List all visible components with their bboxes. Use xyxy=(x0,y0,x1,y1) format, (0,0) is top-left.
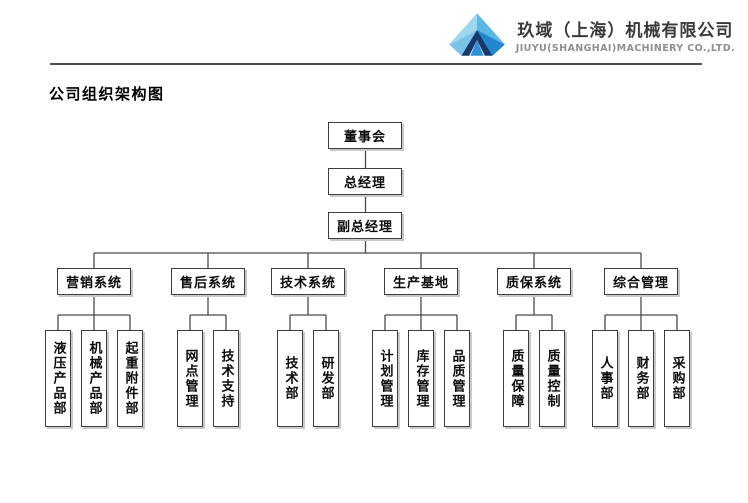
box-planning-management: 计划管理 xyxy=(372,330,398,427)
box-hydraulic-products-dept: 液压产品部 xyxy=(45,330,71,427)
box-rnd-dept: 研发部 xyxy=(313,330,339,427)
box-deputy-general-manager: 副总经理 xyxy=(328,212,402,239)
company-logo-icon xyxy=(448,13,505,56)
box-technical-support: 技术支持 xyxy=(213,330,239,427)
page-title: 公司组织架构图 xyxy=(49,85,165,103)
box-production-base: 生产基地 xyxy=(384,268,458,295)
box-inventory-management: 库存管理 xyxy=(408,330,434,427)
company-name-zh: 玖域（上海）机械有限公司 xyxy=(517,20,734,41)
box-machinery-products-dept: 机械产品部 xyxy=(81,330,107,427)
box-board-of-directors: 董事会 xyxy=(328,122,402,149)
box-lifting-accessories-dept: 起重附件部 xyxy=(117,330,143,427)
box-finance-dept: 财务部 xyxy=(628,330,654,427)
box-technology-dept: 技术部 xyxy=(277,330,303,427)
box-quality-assurance: 质量保障 xyxy=(503,330,529,427)
box-quality-management: 品质管理 xyxy=(444,330,470,427)
header-divider xyxy=(50,63,702,65)
box-aftersales-system: 售后系统 xyxy=(171,268,245,295)
box-quality-control: 质量控制 xyxy=(539,330,565,427)
company-brand: 玖域（上海）机械有限公司 JIUYU(SHANGHAI)MACHINERY CO… xyxy=(448,12,735,57)
box-purchasing-dept: 采购部 xyxy=(664,330,690,427)
box-marketing-system: 营销系统 xyxy=(57,268,131,295)
box-qa-system: 质保系统 xyxy=(497,268,571,295)
company-name-block: 玖域（上海）机械有限公司 JIUYU(SHANGHAI)MACHINERY CO… xyxy=(516,16,735,54)
box-network-management: 网点管理 xyxy=(177,330,203,427)
box-general-admin: 综合管理 xyxy=(604,268,678,295)
box-hr-dept: 人事部 xyxy=(592,330,618,427)
company-name-en: JIUYU(SHANGHAI)MACHINERY CO.,LTD. xyxy=(515,42,735,54)
box-technology-system: 技术系统 xyxy=(271,268,345,295)
box-general-manager: 总经理 xyxy=(328,168,402,195)
